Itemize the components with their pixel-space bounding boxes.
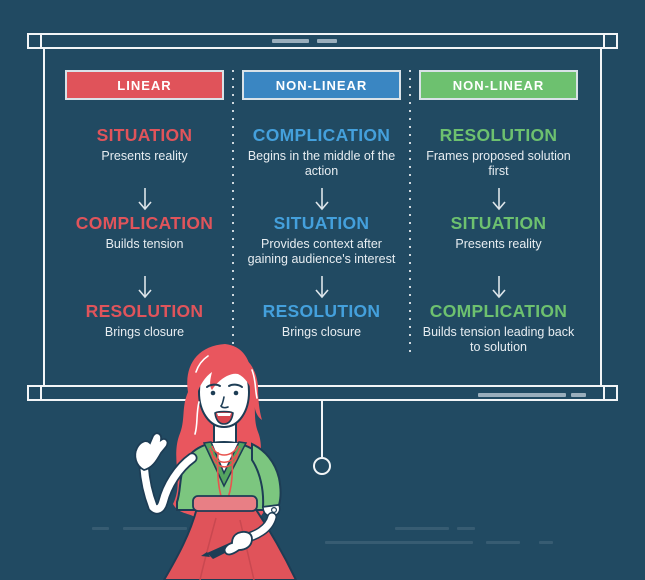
column-linear: LINEAR SITUATION Presents reality COMPLI… — [65, 70, 224, 364]
step-description: Builds tension leading back to solution — [422, 325, 575, 354]
background-dash — [123, 527, 187, 530]
screen-top-bar — [27, 33, 618, 49]
storytelling-structure-columns: LINEAR SITUATION Presents reality COMPLI… — [65, 70, 578, 364]
step-description: Brings closure — [281, 325, 362, 339]
step-title: SITUATION — [273, 213, 370, 233]
step-block: RESOLUTION Brings closure — [244, 300, 399, 364]
background-dash — [325, 541, 473, 544]
pull-cord-ring — [313, 457, 331, 475]
step-block: COMPLICATION Begins in the middle of the… — [244, 124, 399, 188]
step-description: Frames proposed solution first — [426, 149, 571, 178]
step-description: Provides context after gaining audience'… — [247, 237, 396, 266]
step-title: SITUATION — [96, 125, 193, 145]
step-title: COMPLICATION — [75, 213, 214, 233]
screen-bar-endcap — [603, 385, 605, 401]
step-description: Presents reality — [101, 149, 188, 163]
screen-bar-highlight — [317, 39, 337, 43]
background-dash — [486, 541, 520, 544]
step-title: COMPLICATION — [252, 125, 391, 145]
background-dash — [395, 527, 449, 530]
step-description: Builds tension — [105, 237, 184, 251]
screen-bar-endcap — [40, 33, 42, 49]
screen-bar-highlight — [478, 393, 566, 397]
step-block: COMPLICATION Builds tension — [67, 212, 222, 276]
dotted-divider — [409, 70, 411, 352]
step-description: Presents reality — [455, 237, 542, 251]
step-block: COMPLICATION Builds tension leading back… — [421, 300, 576, 364]
column-non-linear-1: NON-LINEAR COMPLICATION Begins in the mi… — [242, 70, 401, 364]
column-header-non-linear: NON-LINEAR — [242, 70, 401, 100]
down-arrow-icon — [137, 188, 153, 212]
screen-left-edge — [43, 47, 45, 385]
background-dash — [539, 541, 553, 544]
down-arrow-icon — [491, 188, 507, 212]
down-arrow-icon — [491, 276, 507, 300]
pull-cord — [321, 399, 323, 457]
step-title: RESOLUTION — [85, 301, 204, 321]
column-header-non-linear: NON-LINEAR — [419, 70, 578, 100]
down-arrow-icon — [314, 276, 330, 300]
screen-bar-endcap — [40, 385, 42, 401]
step-block: SITUATION Presents reality — [67, 124, 222, 188]
step-title: COMPLICATION — [429, 301, 568, 321]
screen-bar-highlight — [272, 39, 309, 43]
step-block: RESOLUTION Brings closure — [67, 300, 222, 364]
step-title: RESOLUTION — [262, 301, 381, 321]
down-arrow-icon — [137, 276, 153, 300]
screen-bar-endcap — [603, 33, 605, 49]
column-header-linear: LINEAR — [65, 70, 224, 100]
dotted-divider — [232, 70, 234, 352]
screen-bar-highlight — [571, 393, 586, 397]
column-non-linear-2: NON-LINEAR RESOLUTION Frames proposed so… — [419, 70, 578, 364]
step-block: RESOLUTION Frames proposed solution firs… — [421, 124, 576, 188]
presenter-illustration — [134, 344, 298, 580]
step-block: SITUATION Presents reality — [421, 212, 576, 276]
step-description: Brings closure — [104, 325, 185, 339]
step-title: RESOLUTION — [439, 125, 558, 145]
step-description: Begins in the middle of the action — [247, 149, 396, 178]
screen-right-edge — [600, 47, 602, 385]
step-title: SITUATION — [450, 213, 547, 233]
background-dash — [457, 527, 475, 530]
background-dash — [92, 527, 109, 530]
step-block: SITUATION Provides context after gaining… — [244, 212, 399, 276]
down-arrow-icon — [314, 188, 330, 212]
